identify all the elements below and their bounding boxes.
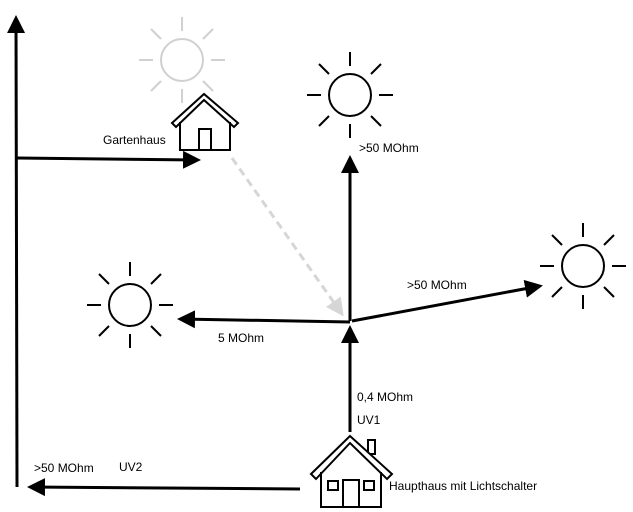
- sun-icon: [307, 52, 393, 138]
- uv2-riser-line: [7, 15, 26, 488]
- uv2-label: UV2: [119, 460, 143, 474]
- top-resistance-label: >50 MOhm: [359, 141, 419, 155]
- house-icon: [170, 92, 240, 151]
- sun-icon: [87, 262, 173, 348]
- haupthaus-label: Haupthaus mit Lichtschalter: [389, 479, 538, 493]
- left-lamp-line: [177, 310, 351, 329]
- uv1-label: UV1: [357, 413, 381, 427]
- gartenhaus-dashed-line: [230, 157, 344, 317]
- main-resistance-label: 0,4 MOhm: [357, 390, 414, 404]
- uv2-resistance-label: >50 MOhm: [34, 461, 94, 475]
- sun-icon: [540, 223, 626, 309]
- left-resistance-label: 5 MOhm: [218, 331, 265, 345]
- uv2-feed-line: [27, 478, 301, 497]
- sun-icon: [139, 17, 225, 103]
- gartenhaus-label: Gartenhaus: [103, 133, 166, 147]
- house-icon: [309, 434, 394, 508]
- gartenhaus-feed-line: [16, 150, 201, 169]
- right-lamp-line: [351, 279, 543, 323]
- right-resistance-label: >50 MOhm: [407, 278, 467, 292]
